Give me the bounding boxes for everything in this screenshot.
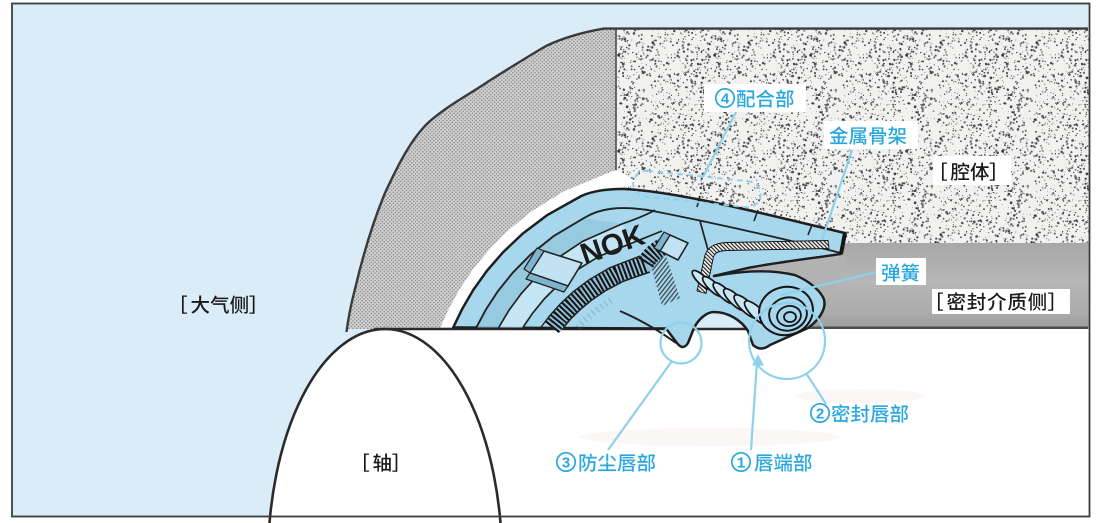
svg-text:4: 4 (721, 91, 730, 108)
svg-text:3: 3 (562, 455, 570, 472)
svg-text:2: 2 (816, 406, 824, 423)
svg-text:1: 1 (737, 455, 745, 472)
